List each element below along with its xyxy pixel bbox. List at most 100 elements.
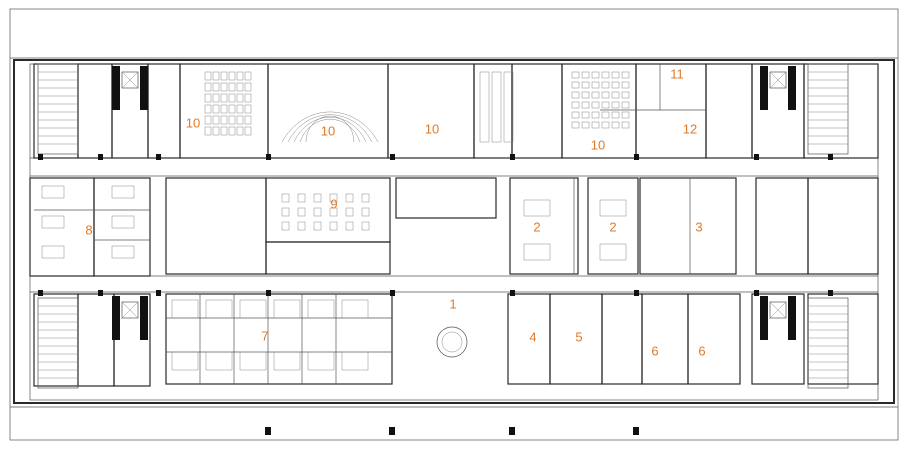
tiered-seating-row [299,118,361,143]
room-label-r10b: 10 [321,123,335,138]
column [98,290,103,296]
seat [621,91,630,99]
seat [571,91,580,99]
cubicle-desk [341,351,369,371]
seat [212,126,220,136]
seat [621,71,630,79]
seat [212,115,220,125]
room-wall [395,177,497,219]
column [265,427,271,435]
seat [212,82,220,92]
column [98,154,103,160]
room-wall [93,177,151,277]
seat [228,126,236,136]
seat [621,81,630,89]
office-desk [41,215,65,229]
seat [236,115,244,125]
tiered-seating-row [305,115,355,143]
desk [313,221,322,231]
desk [297,207,306,217]
furniture [41,71,630,371]
room-label-r9: 9 [330,196,337,211]
room-wall [511,63,563,159]
seat [571,111,580,119]
seat [220,71,228,81]
seat [601,81,610,89]
room-label-r1: 1 [449,296,456,311]
elevator-shaft [121,301,139,319]
room-wall [165,177,267,275]
cubicle-desk [239,351,267,371]
shear-wall [112,66,120,110]
seat [611,81,620,89]
stair-core [37,63,79,155]
seat [611,111,620,119]
column [510,290,515,296]
cubicle-desk [307,351,335,371]
room-wall [473,63,513,159]
desk [281,193,290,203]
cubicle-desk [341,299,369,319]
seat [244,82,252,92]
room-label-r7: 7 [261,328,268,343]
room-wall [601,293,643,385]
stair-cores [37,63,849,389]
seat [601,111,610,119]
seat [591,71,600,79]
seat [212,71,220,81]
room-label-r11: 11 [670,66,684,81]
cubicle-desk [273,351,301,371]
column [754,290,759,296]
shear-wall [760,66,768,110]
desk [361,193,370,203]
room-wall [807,177,879,275]
seat [601,71,610,79]
seat [236,82,244,92]
elevator-shaft [769,301,787,319]
seat [611,71,620,79]
seat [244,93,252,103]
office-desk [41,185,65,199]
room-wall [751,63,805,159]
room-label-r3: 3 [695,219,702,234]
desk [297,221,306,231]
room-label-r2b: 2 [609,219,616,234]
seat [204,126,212,136]
desk [345,207,354,217]
round-table-inner [441,331,463,353]
stair-core [807,63,849,155]
room-label-r5: 5 [575,329,582,344]
seat [220,104,228,114]
seat [581,111,590,119]
column [266,154,271,160]
seat [581,121,590,129]
seat [220,82,228,92]
column [633,427,639,435]
desk [329,193,338,203]
cubicle-desk [307,299,335,319]
seat [601,101,610,109]
shear-wall [788,296,796,340]
table [523,199,551,217]
office-desk [111,215,135,229]
seat [611,91,620,99]
desk [329,221,338,231]
desk [297,193,306,203]
column [156,290,161,296]
column [754,154,759,160]
column [266,290,271,296]
seat [621,121,630,129]
shear-wall [760,296,768,340]
column [828,154,833,160]
desk [361,207,370,217]
room-wall [77,293,115,387]
seat [591,91,600,99]
shear-wall [112,296,120,340]
desk [361,221,370,231]
desk [313,193,322,203]
seat [621,101,630,109]
room-wall [147,63,181,159]
shear-wall [140,296,148,340]
seat [236,71,244,81]
cubicle-desk [205,351,233,371]
